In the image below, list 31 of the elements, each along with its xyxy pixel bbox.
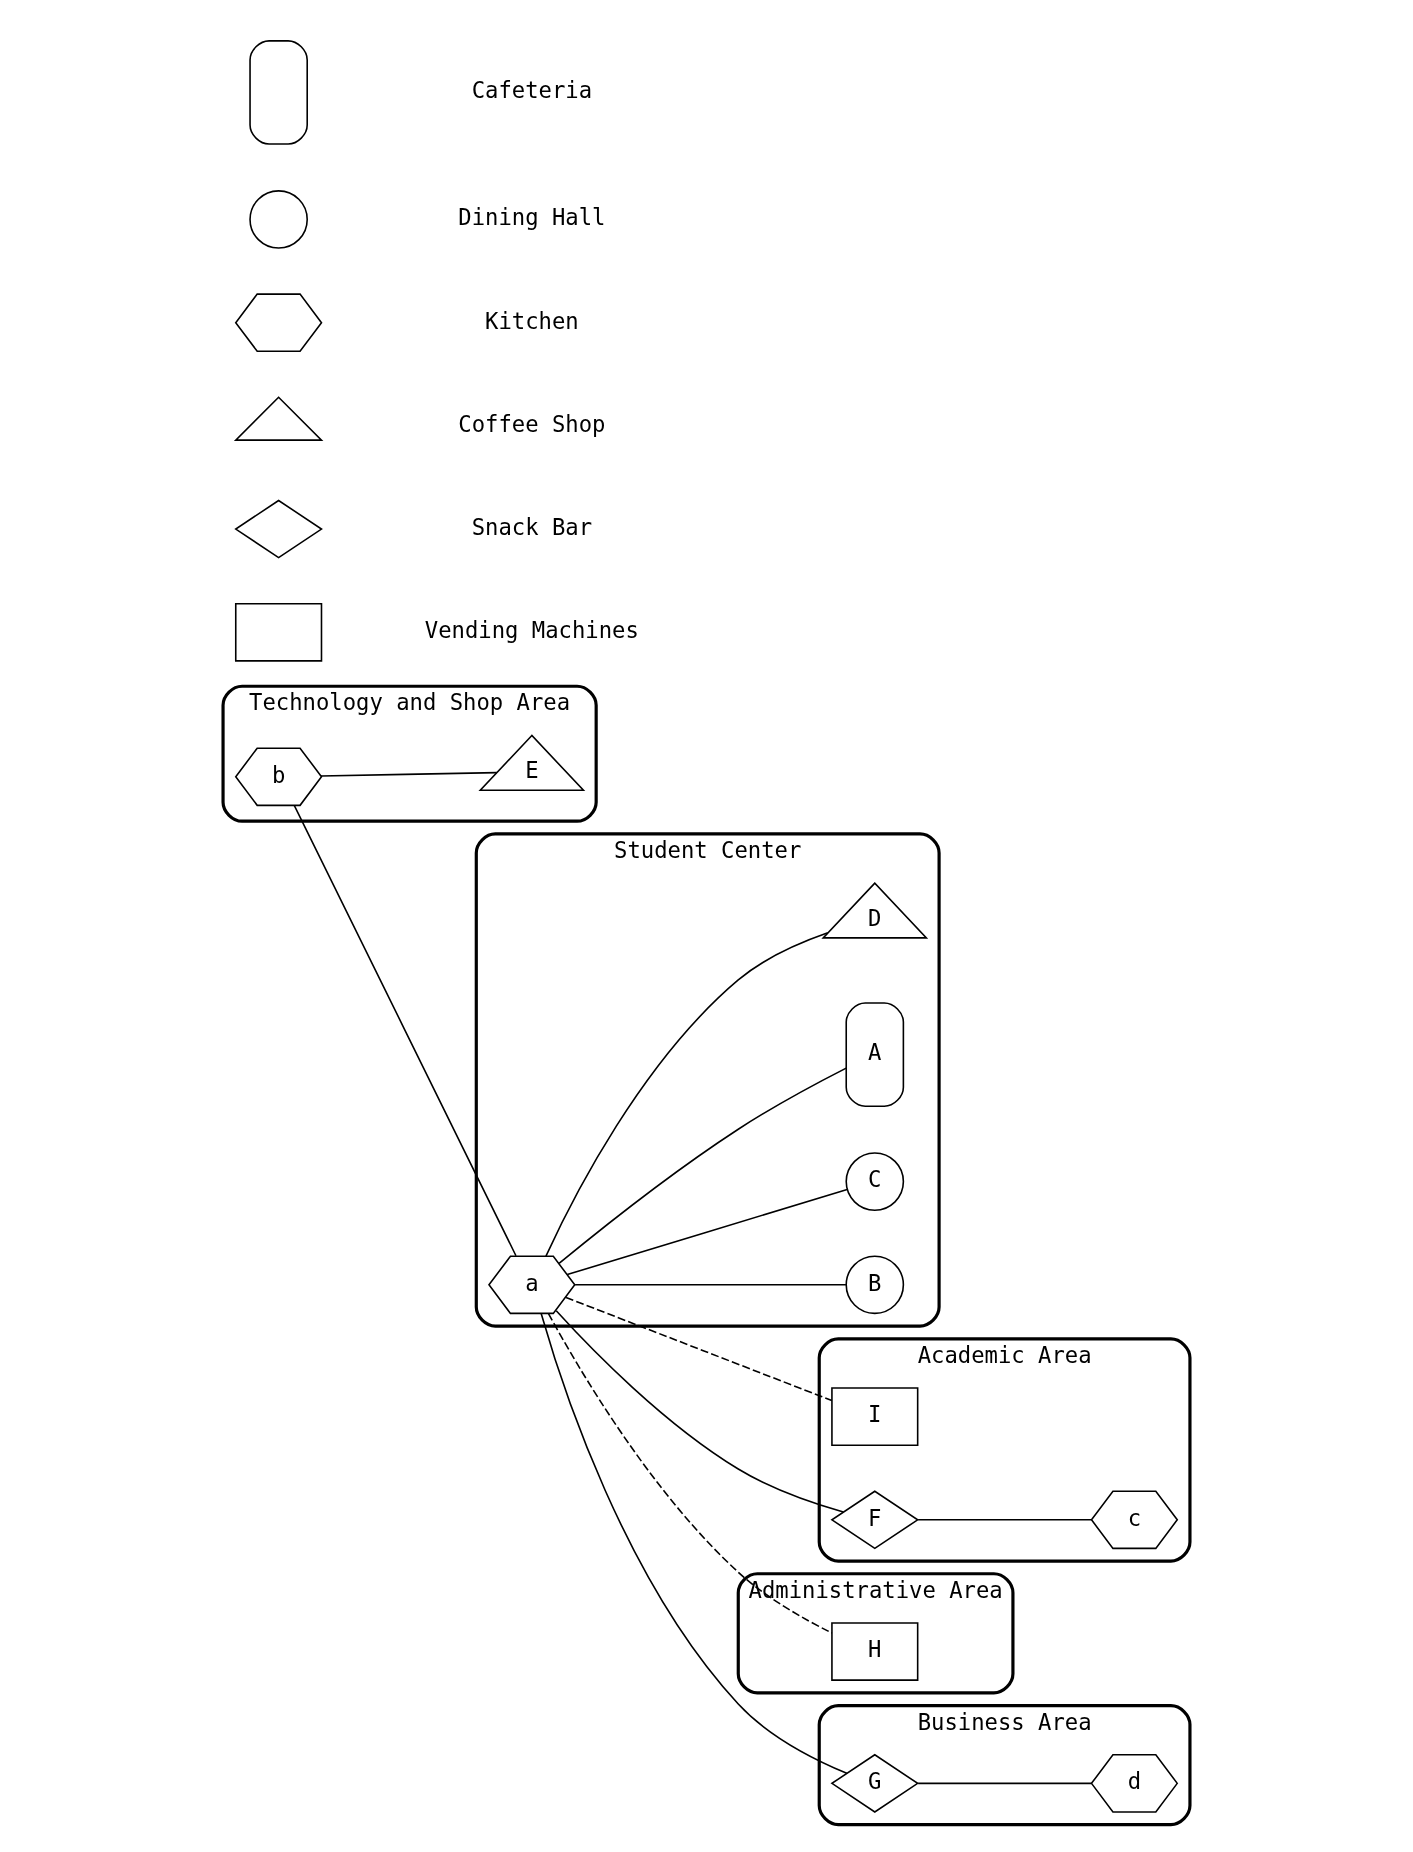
node-oval [249, 40, 308, 145]
connector [566, 1188, 848, 1276]
connector [547, 1312, 833, 1634]
connector [293, 804, 517, 1257]
legend-label: Kitchen [485, 307, 579, 334]
node-circle: C [845, 1152, 905, 1211]
connector [558, 1067, 847, 1265]
connector [565, 1296, 833, 1402]
node-box: A [845, 1002, 905, 1107]
node-box [234, 602, 323, 662]
connector [545, 932, 829, 1257]
node-diamond [234, 499, 323, 559]
node-hexagon [234, 293, 323, 353]
connector [574, 1284, 847, 1286]
legend-label: Cafeteria [471, 77, 593, 104]
node-circle [249, 190, 308, 249]
connector [555, 1309, 845, 1513]
connector [540, 1312, 848, 1775]
connector [917, 1519, 1093, 1521]
legend-label: Dining Hall [458, 204, 606, 231]
node-diamond: F [830, 1490, 920, 1550]
node-triangle [233, 396, 324, 441]
legend-label: Coffee Shop [458, 410, 606, 437]
legend-label: Snack Bar [471, 513, 593, 540]
connector [917, 1782, 1093, 1785]
legend-label: Vending Machines [424, 617, 639, 644]
connector [320, 771, 498, 777]
node-box: I [831, 1387, 919, 1446]
node-diamond: G [830, 1753, 920, 1813]
node-circle: B [845, 1255, 905, 1315]
node-box: H [831, 1622, 919, 1681]
